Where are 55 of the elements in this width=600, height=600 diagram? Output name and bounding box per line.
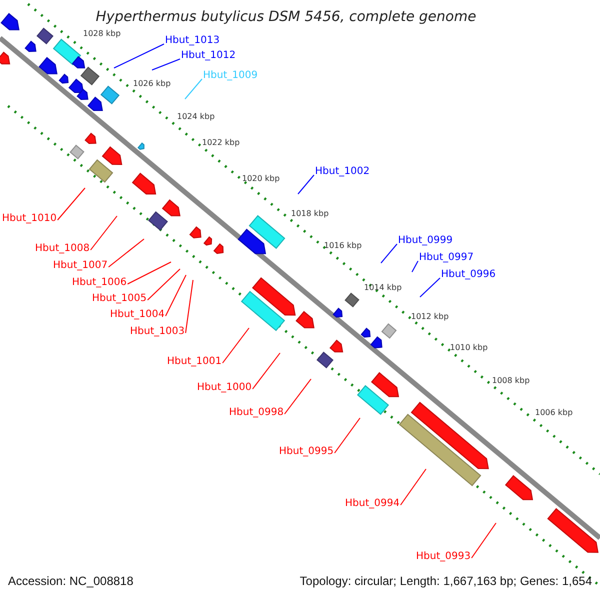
leader-line bbox=[184, 78, 202, 100]
leader-line bbox=[420, 278, 440, 298]
leader-line bbox=[90, 216, 118, 250]
leader-line bbox=[222, 328, 250, 364]
scale-label: 1018 kbp bbox=[291, 210, 329, 218]
scale-label: 1016 kbp bbox=[324, 242, 362, 250]
scale-label: 1024 kbp bbox=[177, 113, 215, 121]
gene-label: Hbut_1009 bbox=[203, 71, 258, 81]
gene-label: Hbut_1002 bbox=[315, 167, 370, 177]
leader-line bbox=[152, 58, 180, 70]
scale-label: 1020 kbp bbox=[242, 175, 280, 183]
gene-label: Hbut_1007 bbox=[53, 261, 108, 271]
gene-label: Hbut_1000 bbox=[197, 383, 252, 393]
gene-label: Hbut_0999 bbox=[398, 236, 453, 246]
scale-label: 1010 kbp bbox=[450, 344, 488, 352]
leader-line bbox=[165, 274, 186, 316]
scale-label: 1012 kbp bbox=[411, 313, 449, 321]
leader-line bbox=[252, 352, 280, 390]
gene-label: Hbut_1001 bbox=[167, 357, 222, 367]
gene-label: Hbut_1008 bbox=[35, 244, 90, 254]
gene-label: Hbut_1010 bbox=[2, 214, 57, 224]
leader-line bbox=[400, 468, 426, 506]
scale-label: 1022 kbp bbox=[202, 139, 240, 147]
leader-line bbox=[298, 174, 314, 194]
genome-info-text: Topology: circular; Length: 1,667,163 bp; Genes: 1,654 bbox=[300, 575, 592, 587]
gene-label: Hbut_0994 bbox=[345, 499, 400, 509]
gene-label: Hbut_0993 bbox=[416, 552, 471, 562]
gene-label: Hbut_1006 bbox=[72, 278, 127, 288]
leader-line bbox=[334, 418, 360, 454]
leader-line bbox=[147, 268, 180, 300]
leader-line bbox=[108, 238, 144, 268]
leader-line bbox=[284, 378, 312, 414]
scale-label: 1008 kbp bbox=[492, 377, 530, 385]
leader-line bbox=[57, 188, 86, 220]
scale-label: 1028 kbp bbox=[83, 30, 121, 38]
gene-label: Hbut_0998 bbox=[229, 408, 284, 418]
gene-label: Hbut_1012 bbox=[181, 51, 236, 61]
leader-line bbox=[380, 244, 398, 264]
gene-label: Hbut_0997 bbox=[419, 253, 474, 263]
gene-label: Hbut_0995 bbox=[279, 447, 334, 457]
gene-label: Hbut_1003 bbox=[130, 327, 185, 337]
leader-line bbox=[412, 260, 418, 272]
gene-label: Hbut_0996 bbox=[441, 270, 496, 280]
diagram-title: Hyperthermus butylicus DSM 5456, complete genome bbox=[94, 10, 478, 24]
leader-line bbox=[127, 262, 172, 284]
scale-label: 1014 kbp bbox=[364, 284, 402, 292]
leader-line bbox=[114, 44, 164, 68]
leader-line bbox=[471, 522, 496, 558]
scale-label: 1026 kbp bbox=[133, 80, 171, 88]
gene-label: Hbut_1013 bbox=[165, 36, 220, 46]
gene-label: Hbut_1005 bbox=[92, 294, 147, 304]
scale-label: 1006 kbp bbox=[535, 409, 573, 417]
gene-label: Hbut_1004 bbox=[110, 310, 165, 320]
leader-line bbox=[185, 280, 194, 334]
accession-text: Accession: NC_008818 bbox=[8, 575, 134, 587]
